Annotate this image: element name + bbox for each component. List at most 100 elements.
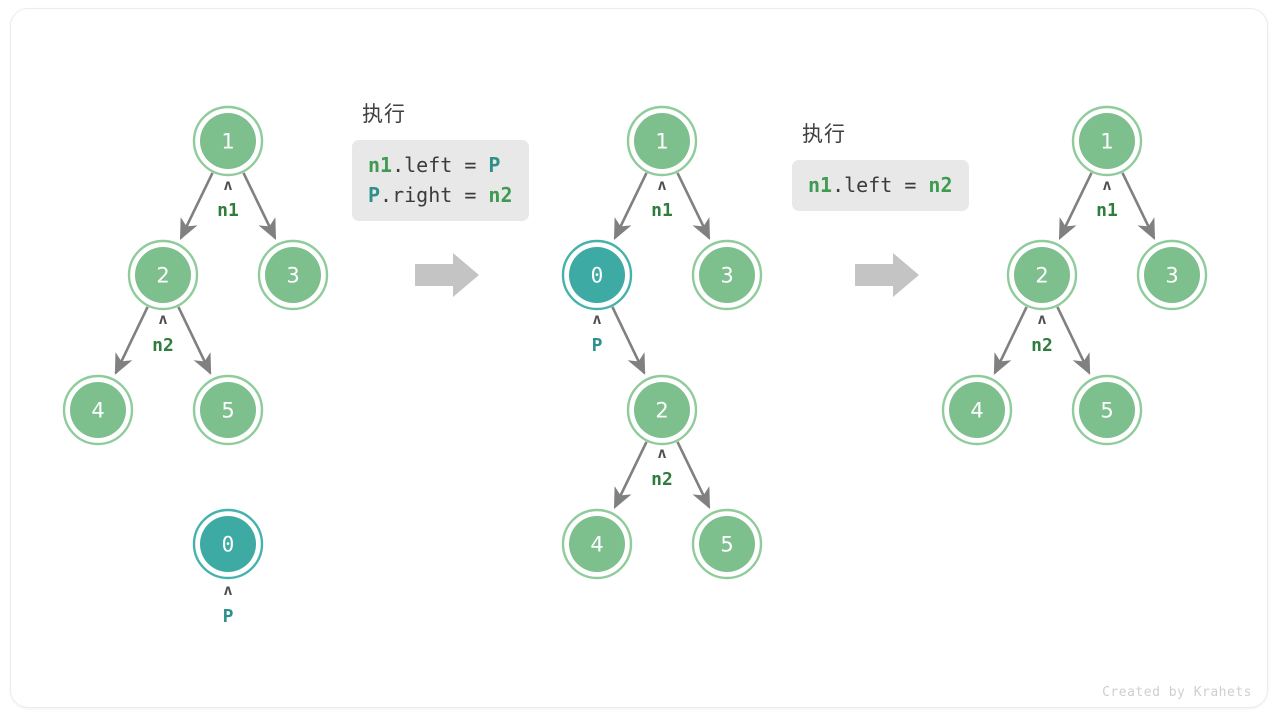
tree-node-3[interactable]: 3 xyxy=(691,239,763,311)
pointer-label-n2: n2 xyxy=(1031,335,1053,356)
node-outer-ring xyxy=(561,239,633,311)
pointer-caret: ʌ xyxy=(223,581,232,599)
pointer-label-n2: n2 xyxy=(152,335,174,356)
node-outer-ring xyxy=(691,508,763,580)
node-value: 3 xyxy=(720,264,733,288)
node-circle xyxy=(200,516,256,572)
code-block-1: n1.left = P P.right = n2 xyxy=(352,140,529,221)
code-line-1-1: n1.left = P xyxy=(368,150,513,180)
node-circle xyxy=(135,247,191,303)
node-value: 5 xyxy=(221,399,234,423)
tree-node-1[interactable]: 1 xyxy=(626,105,698,177)
node-outer-ring xyxy=(257,239,329,311)
node-outer-ring xyxy=(127,239,199,311)
node-circle xyxy=(699,247,755,303)
tree-node-3[interactable]: 3 xyxy=(257,239,329,311)
code-token-n1: n1 xyxy=(368,153,393,177)
node-value: 2 xyxy=(156,264,169,288)
pointer-caret: ʌ xyxy=(1102,176,1111,194)
tree-edge xyxy=(613,441,648,509)
node-value: 4 xyxy=(590,533,603,557)
exec-label-2: 执行 xyxy=(802,122,846,146)
node-circle xyxy=(265,247,321,303)
tree-edge xyxy=(676,441,711,509)
code-token-n2: n2 xyxy=(488,183,513,207)
tree-edge xyxy=(676,172,711,240)
node-value: 4 xyxy=(970,399,983,423)
tree-edge xyxy=(179,172,214,240)
tree-edge xyxy=(1121,172,1156,240)
node-outer-ring xyxy=(1006,239,1078,311)
node-outer-ring xyxy=(626,374,698,446)
node-outer-ring xyxy=(941,374,1013,446)
node-outer-ring xyxy=(626,105,698,177)
node-value: 0 xyxy=(222,533,235,557)
node-circle xyxy=(1079,113,1135,169)
node-outer-ring xyxy=(1071,374,1143,446)
tree-edge xyxy=(611,306,646,375)
credit-text: Created by Krahets xyxy=(1102,685,1252,700)
node-value: 5 xyxy=(720,533,733,557)
node-circle xyxy=(569,247,625,303)
node-circle xyxy=(699,516,755,572)
pointer-caret: ʌ xyxy=(657,444,666,462)
tree-node-3[interactable]: 3 xyxy=(1136,239,1208,311)
tree-edge xyxy=(242,172,277,240)
node-outer-ring xyxy=(192,508,264,580)
code-token-p2: P xyxy=(368,183,381,207)
tree-node-4[interactable]: 4 xyxy=(62,374,134,446)
pointer-caret: ʌ xyxy=(1037,310,1046,328)
tree-node-0[interactable]: 0 xyxy=(192,508,264,580)
node-outer-ring xyxy=(1071,105,1143,177)
tree-node-0[interactable]: 0 xyxy=(561,239,633,311)
node-value: 1 xyxy=(1100,130,1113,154)
exec-label-1: 执行 xyxy=(362,102,406,126)
code-token-right: .right = xyxy=(380,183,489,207)
pointer-caret: ʌ xyxy=(223,176,232,194)
tree-node-2[interactable]: 2 xyxy=(1006,239,1078,311)
node-circle xyxy=(70,382,126,438)
node-outer-ring xyxy=(62,374,134,446)
code-block-2: n1.left = n2 xyxy=(792,160,969,211)
tree-node-2[interactable]: 2 xyxy=(626,374,698,446)
code-token-n2b: n2 xyxy=(928,173,953,197)
node-outer-ring xyxy=(561,508,633,580)
code-token-n1b: n1 xyxy=(808,173,833,197)
transition-arrow xyxy=(415,253,479,297)
tree-node-1[interactable]: 1 xyxy=(1071,105,1143,177)
pointer-label-P: P xyxy=(223,606,234,627)
code-token-leftb: .left = xyxy=(832,173,929,197)
code-line-2-1: n1.left = n2 xyxy=(808,170,953,200)
node-circle xyxy=(1144,247,1200,303)
tree-edge xyxy=(177,306,212,375)
node-circle xyxy=(1014,247,1070,303)
tree-edge xyxy=(993,306,1028,375)
node-circle xyxy=(200,113,256,169)
code-line-1-2: P.right = n2 xyxy=(368,180,513,210)
node-value: 3 xyxy=(286,264,299,288)
pointer-caret: ʌ xyxy=(657,176,666,194)
tree-node-4[interactable]: 4 xyxy=(941,374,1013,446)
tree-node-4[interactable]: 4 xyxy=(561,508,633,580)
pointer-caret: ʌ xyxy=(592,310,601,328)
node-circle xyxy=(569,516,625,572)
node-circle xyxy=(1079,382,1135,438)
node-value: 3 xyxy=(1165,264,1178,288)
node-value: 0 xyxy=(591,264,604,288)
tree-node-5[interactable]: 5 xyxy=(1071,374,1143,446)
node-outer-ring xyxy=(192,374,264,446)
pointer-label-n1: n1 xyxy=(651,200,673,221)
tree-node-5[interactable]: 5 xyxy=(691,508,763,580)
node-value: 1 xyxy=(221,130,234,154)
code-token-p: P xyxy=(488,153,501,177)
node-outer-ring xyxy=(1136,239,1208,311)
node-circle xyxy=(200,382,256,438)
tree-node-2[interactable]: 2 xyxy=(127,239,199,311)
tree-node-1[interactable]: 1 xyxy=(192,105,264,177)
tree-node-5[interactable]: 5 xyxy=(192,374,264,446)
node-value: 4 xyxy=(91,399,104,423)
